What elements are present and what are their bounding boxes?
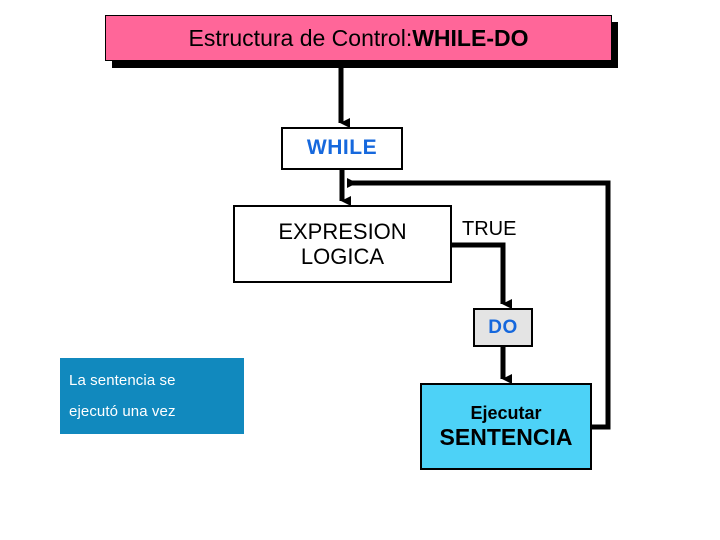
annotation-note-line1: La sentencia se	[69, 371, 176, 389]
edge-label-true: TRUE	[462, 218, 517, 240]
node-sentencia-line1: Ejecutar	[470, 402, 542, 423]
node-while-label: WHILE	[306, 136, 378, 160]
title-emphasis: WHILE-DO	[412, 24, 529, 51]
node-expresion-line2: LOGICA	[300, 244, 385, 269]
edge-expresion-true-to-do	[452, 242, 512, 309]
node-do-label: DO	[488, 316, 518, 338]
annotation-note-line2: ejecutó una vez	[69, 402, 176, 420]
node-ejecutar-sentencia: Ejecutar SENTENCIA	[420, 383, 592, 470]
node-while: WHILE	[281, 127, 403, 170]
node-expresion-line1: EXPRESION	[278, 218, 407, 244]
title-prefix: Estructura de Control:	[188, 24, 413, 51]
node-sentencia-line2: SENTENCIA	[439, 423, 573, 450]
node-do: DO	[473, 308, 533, 347]
annotation-note: La sentencia se ejecutó una vez	[60, 358, 244, 434]
page-title: Estructura de Control: WHILE-DO	[105, 15, 612, 61]
node-expresion-logica: EXPRESION LOGICA	[233, 205, 452, 283]
